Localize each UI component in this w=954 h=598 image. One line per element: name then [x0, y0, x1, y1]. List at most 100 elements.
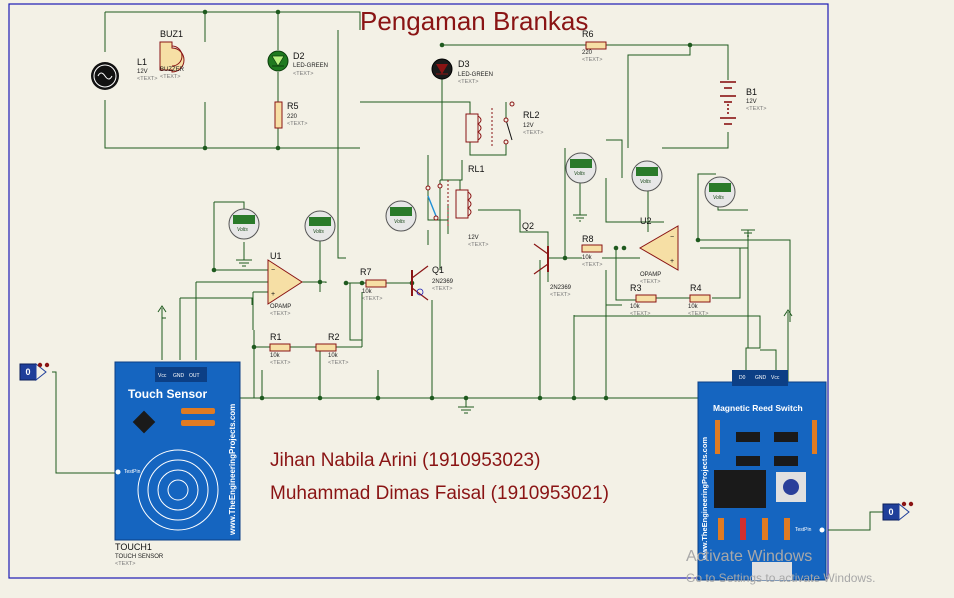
voltmeter-5-unit: Volts [640, 179, 651, 185]
resistor-r1-symbol [269, 343, 291, 352]
rl2-value: 12V [523, 123, 534, 129]
relay-rl1-symbol [425, 180, 472, 226]
r2-value: 10k [328, 353, 338, 359]
r8-text: <TEXT> [582, 262, 603, 268]
q1-ref: Q1 [432, 265, 445, 275]
touch1-value: TOUCH SENSOR [115, 554, 164, 560]
l1-text: <TEXT> [137, 76, 158, 82]
svg-text:−: − [670, 234, 674, 241]
rl1-value: 12V [468, 235, 479, 241]
d2-ref: D2 [293, 51, 305, 61]
touch-test-pin: TestPin [124, 469, 141, 475]
activate-windows-title: Activate Windows [686, 548, 813, 565]
reed-board-url: www.TheEngineeringProjects.com [700, 436, 709, 560]
d3-value: LED-GREEN [458, 72, 494, 78]
ground-symbols [236, 214, 755, 414]
diagram-title: Pengaman Brankas [360, 6, 589, 36]
led-d2-symbol [267, 50, 289, 72]
r6-text: <TEXT> [582, 57, 603, 63]
logic-probe-right [882, 501, 914, 522]
voltmeter-5 [631, 160, 663, 192]
q2-value: 2N2369 [550, 285, 572, 291]
transistor-q1-symbol [411, 265, 429, 301]
activate-windows-subtitle: Go to Settings to activate Windows. [686, 571, 876, 585]
d2-text: <TEXT> [293, 71, 314, 77]
touch1-ref: TOUCH1 [115, 542, 152, 552]
b1-value: 12V [746, 99, 757, 105]
voltmeter-3-unit: Volts [394, 219, 405, 225]
r4-value: 10k [688, 304, 698, 310]
r8-value: 10k [582, 255, 592, 261]
touch-pin-out: OUT [189, 373, 200, 379]
logic-probe-left [19, 362, 50, 382]
voltmeter-1-unit: Volts [237, 227, 248, 233]
d3-ref: D3 [458, 59, 470, 69]
reed-switch-board [697, 370, 827, 581]
rl1-ref: RL1 [468, 164, 485, 174]
voltmeter-4 [565, 152, 597, 184]
q1-text: <TEXT> [432, 286, 453, 292]
rl2-text: <TEXT> [523, 130, 544, 136]
l1-ref: L1 [137, 57, 148, 67]
author-1: Jihan Nabila Arini (1910953023) [270, 450, 541, 471]
lamp-l1-symbol [91, 62, 119, 90]
r3-text: <TEXT> [630, 311, 651, 317]
r6-value: 220 [582, 50, 593, 56]
touch-pin-vcc: Vcc [158, 373, 167, 379]
touch-pin-gnd: GND [173, 373, 185, 379]
resistor-r5-symbol [274, 101, 283, 129]
r8-ref: R8 [582, 234, 594, 244]
buz1-value: BUZZER [160, 67, 184, 73]
r4-text: <TEXT> [688, 311, 709, 317]
r6-ref: R6 [582, 29, 594, 39]
opamp-u1-symbol: − + [267, 259, 303, 305]
voltmeter-3 [385, 200, 417, 232]
r5-value: 220 [287, 114, 298, 120]
u2-text: <TEXT> [640, 279, 661, 285]
r1-ref: R1 [270, 332, 282, 342]
reed-pin-gnd: GND [755, 375, 767, 381]
touch1-text: <TEXT> [115, 561, 136, 567]
r2-text: <TEXT> [328, 360, 349, 366]
r4-ref: R4 [690, 283, 702, 293]
reed-board-title: Magnetic Reed Switch [713, 403, 803, 413]
r1-value: 10k [270, 353, 280, 359]
r7-value: 10k [362, 289, 372, 295]
buz1-ref: BUZ1 [160, 29, 184, 39]
reed-pin-d0: D0 [739, 375, 746, 381]
r3-ref: R3 [630, 283, 642, 293]
relay-rl2-symbol [465, 101, 515, 146]
rl2-ref: RL2 [523, 110, 540, 120]
r1-text: <TEXT> [270, 360, 291, 366]
b1-ref: B1 [746, 87, 758, 97]
logic-probe-right-value: 0 [888, 507, 894, 517]
led-d3-symbol [431, 58, 453, 80]
d2-value: LED-GREEN [293, 63, 329, 69]
resistor-r8-symbol [581, 244, 603, 253]
battery-b1-symbol [720, 81, 736, 125]
author-2: Muhammad Dimas Faisal (1910953021) [270, 483, 609, 504]
voltmeter-1 [228, 208, 260, 240]
resistor-r2-symbol [315, 343, 337, 352]
power-terminals [157, 305, 793, 322]
reed-pin-vcc: Vcc [771, 375, 780, 381]
voltmeter-4-unit: Volts [574, 171, 585, 177]
u1-ref: U1 [270, 251, 282, 261]
touch-board-url: www.TheEngineeringProjects.com [228, 403, 237, 535]
voltmeter-2-unit: Volts [313, 229, 324, 235]
u1-text: <TEXT> [270, 311, 291, 317]
touch-board-title: Touch Sensor [128, 387, 208, 401]
reed-test-pin: TestPin [795, 527, 812, 533]
resistor-r3-symbol [635, 294, 657, 303]
voltmeter-6 [704, 176, 736, 208]
sheet-border [8, 3, 829, 579]
touch-sensor-board [114, 361, 241, 541]
q1-value: 2N2369 [432, 279, 454, 285]
r7-text: <TEXT> [362, 296, 383, 302]
r5-ref: R5 [287, 101, 299, 111]
d3-text: <TEXT> [458, 79, 479, 85]
r5-text: <TEXT> [287, 121, 308, 127]
buzzer-buz1-symbol [159, 41, 185, 73]
svg-text:+: + [271, 291, 275, 298]
